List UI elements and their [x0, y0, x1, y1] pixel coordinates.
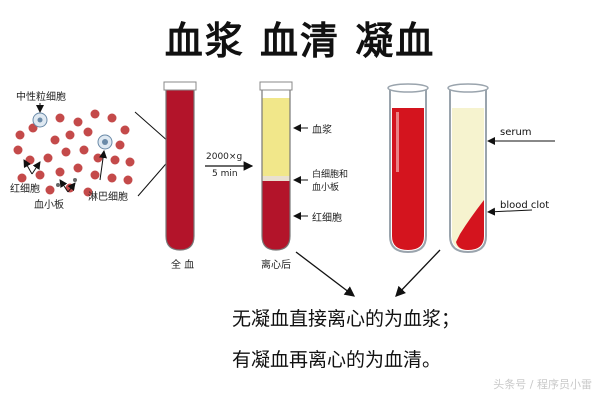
watermark: 头条号 / 程序员小雷	[493, 378, 592, 391]
centrifuge-speed: 2000×g	[206, 152, 243, 162]
label-platelet: 血小板	[34, 200, 64, 211]
serum-clot-arrows	[487, 137, 555, 216]
label-after-centrifuge: 离心后	[261, 260, 291, 271]
centrifuged-tube	[259, 81, 293, 251]
label-lymphocyte: 淋巴细胞	[88, 192, 128, 203]
caption-plasma: 无凝血直接离心的为血浆；	[232, 308, 461, 330]
label-buffy-coat-1: 白细胞和	[312, 170, 349, 180]
blood-cells-cluster	[13, 109, 135, 197]
caption-pointer-lines	[295, 249, 441, 297]
plasma-test-tube	[387, 83, 429, 254]
label-plasma-layer: 血浆	[312, 125, 332, 136]
label-neutrophil: 中性粒细胞	[16, 92, 66, 103]
label-red-cells-layer: 红细胞	[312, 213, 342, 224]
centrifuge-time: 5 min	[212, 169, 238, 179]
label-red-cell: 红细胞	[10, 184, 40, 195]
caption-serum: 有凝血再离心的为血清。	[232, 349, 442, 371]
page-title: 血浆 血清 凝血	[164, 18, 436, 63]
serum-clot-tube	[447, 83, 489, 254]
layer-arrows	[293, 124, 308, 220]
label-buffy-coat-2: 血小板	[312, 183, 340, 193]
whole-blood-tube	[163, 81, 197, 251]
label-blood-clot: blood clot	[500, 200, 550, 211]
cell-arrows	[23, 103, 108, 193]
label-serum: serum	[500, 127, 532, 138]
label-whole-blood: 全 血	[171, 260, 195, 271]
